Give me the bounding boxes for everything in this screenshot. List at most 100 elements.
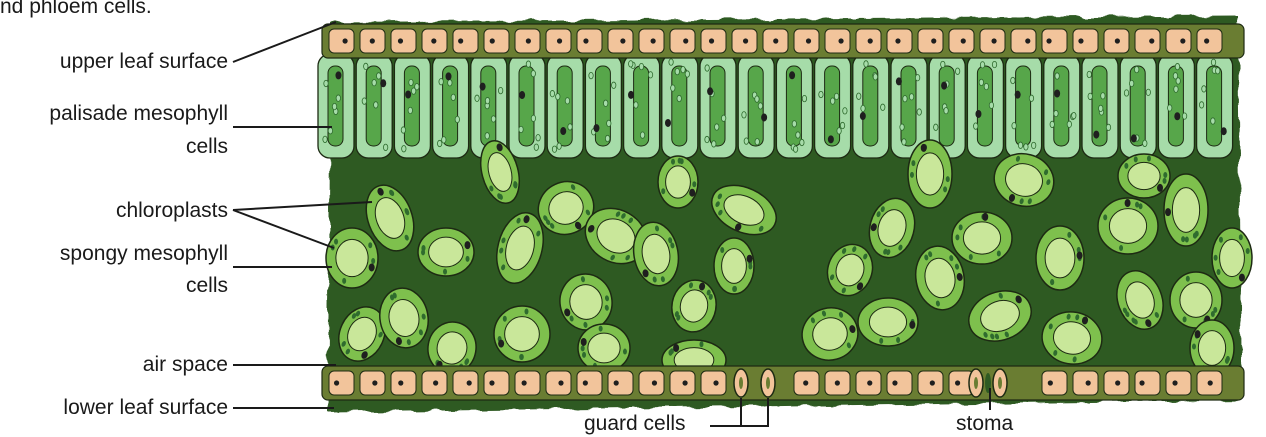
chloroplast <box>336 95 340 101</box>
epidermal-cell <box>794 29 819 53</box>
chloroplast <box>699 341 703 347</box>
chloroplast <box>959 224 963 230</box>
nucleus <box>1131 134 1137 142</box>
chloroplast <box>1213 307 1217 313</box>
chloroplast <box>1106 124 1110 130</box>
palisade-cell <box>509 54 545 158</box>
chloroplast <box>837 128 841 134</box>
chloroplast <box>332 103 336 109</box>
epidermal-cell <box>453 371 478 395</box>
chloroplast <box>1011 77 1015 83</box>
chloroplast <box>1134 156 1138 162</box>
epidermal-cell <box>546 371 571 395</box>
chloroplast <box>1181 236 1185 242</box>
nucleus <box>1125 199 1131 207</box>
chloroplast <box>721 115 725 121</box>
chloroplast <box>466 256 470 262</box>
epidermal-cell <box>360 371 385 395</box>
chloroplast <box>1226 356 1230 362</box>
chloroplast <box>1050 279 1054 285</box>
nucleus <box>593 124 599 132</box>
chloroplast <box>612 82 616 88</box>
nucleus <box>789 71 795 79</box>
chloroplast <box>526 61 530 67</box>
chloroplast <box>1239 234 1243 240</box>
chloroplast <box>439 79 443 85</box>
chloroplast <box>448 80 452 86</box>
chloroplast <box>997 251 1001 257</box>
nucleus <box>896 77 902 85</box>
palisade-cell <box>1082 54 1118 158</box>
chloroplast <box>1055 73 1059 79</box>
chloroplast <box>792 121 796 127</box>
label-spongy-cells: cells <box>186 273 228 299</box>
nucleus <box>1157 184 1163 192</box>
chloroplast <box>989 102 993 108</box>
nucleus <box>761 113 767 121</box>
chloroplast <box>802 95 806 101</box>
chloroplast <box>1072 112 1076 118</box>
guard-cell <box>734 369 748 397</box>
label-air-space: air space <box>143 352 228 378</box>
spongy-mesophyll-cell <box>714 238 754 294</box>
chloroplast <box>531 115 535 121</box>
nucleus <box>747 255 753 263</box>
epidermal-cell <box>732 29 757 53</box>
chloroplast <box>552 146 556 152</box>
chloroplast <box>1185 236 1189 242</box>
nucleus <box>1165 208 1171 216</box>
chloroplast <box>800 139 804 145</box>
upper-epidermis <box>322 24 1244 58</box>
chloroplast <box>556 93 560 99</box>
nucleus <box>369 263 375 271</box>
chloroplast <box>524 308 528 314</box>
chloroplast <box>903 96 907 102</box>
epidermal-cell <box>856 371 881 395</box>
spongy-mesophyll-cell <box>326 228 378 288</box>
epidermal-cell <box>1197 29 1222 53</box>
chloroplast <box>819 91 823 97</box>
chloroplast <box>1146 89 1150 95</box>
palisade-cell <box>624 54 660 158</box>
chloroplast <box>605 135 609 141</box>
nucleus <box>689 189 695 197</box>
chloroplast <box>1147 155 1151 161</box>
chloroplast <box>902 139 906 145</box>
chloroplast <box>744 138 748 144</box>
chloroplast <box>1088 93 1092 99</box>
chloroplast <box>334 239 338 245</box>
chloroplast <box>648 72 652 78</box>
nucleus <box>1239 274 1245 282</box>
spongy-mesophyll-cell <box>1212 228 1252 288</box>
chloroplast <box>705 136 709 142</box>
epidermal-cell <box>1011 29 1036 53</box>
label-guard-cells: guard cells <box>584 411 686 437</box>
nucleus <box>665 119 671 127</box>
nucleus <box>1093 131 1099 139</box>
palisade-cell <box>433 54 469 158</box>
chloroplast <box>451 94 455 100</box>
chloroplast <box>623 349 627 355</box>
chloroplast <box>1134 66 1138 72</box>
epidermal-cell <box>639 29 664 53</box>
leader-upper-surface <box>233 22 336 62</box>
chloroplast <box>758 103 762 109</box>
chloroplast <box>603 100 607 106</box>
chloroplast <box>1029 95 1033 101</box>
chloroplast <box>896 337 900 343</box>
epidermal-cell <box>1073 29 1098 53</box>
label-palisade-mesophyll: palisade mesophyll <box>49 101 228 127</box>
chloroplast <box>442 137 446 143</box>
nucleus <box>1077 251 1083 259</box>
chloroplast <box>1139 203 1143 209</box>
nucleus <box>1195 330 1201 338</box>
epidermal-cell <box>453 29 478 53</box>
chloroplast <box>498 87 502 93</box>
label-chloroplasts: chloroplasts <box>116 198 228 224</box>
spongy-mesophyll-cell <box>952 212 1012 264</box>
nucleus <box>628 91 634 99</box>
chloroplast <box>969 254 973 260</box>
nucleus <box>335 71 341 79</box>
epidermal-cell <box>701 29 726 53</box>
chloroplast <box>843 108 847 114</box>
